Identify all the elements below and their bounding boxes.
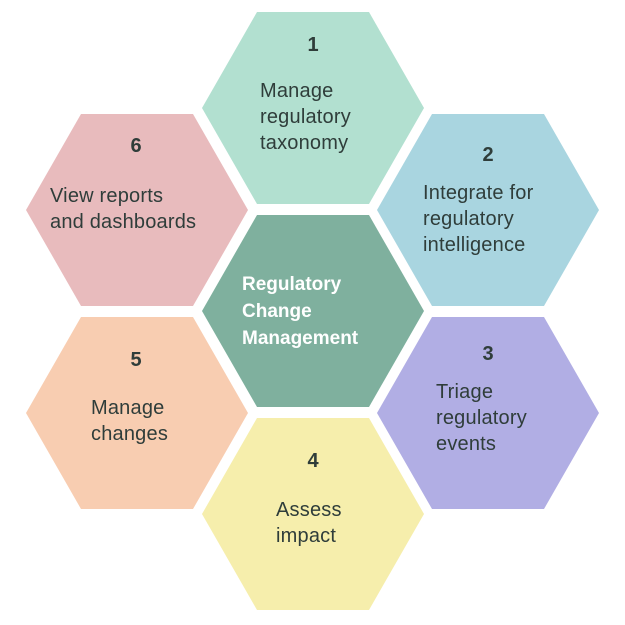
step-6-line-2: and dashboards bbox=[50, 211, 197, 233]
step-4-label: Assess impact bbox=[276, 497, 342, 549]
hex-step-1 bbox=[202, 12, 424, 204]
step-4-number: 4 bbox=[307, 450, 319, 472]
step-4-line-1: Assess bbox=[276, 499, 342, 521]
hex-step-5 bbox=[26, 317, 248, 509]
step-2-line-1: Integrate for bbox=[423, 182, 534, 204]
step-2-label: Integrate for regulatory intelligence bbox=[423, 180, 533, 258]
step-2-line-2: regulatory bbox=[423, 208, 514, 230]
step-3-line-1: Triage bbox=[436, 381, 494, 403]
step-4-line-2: impact bbox=[276, 525, 337, 547]
step-6-label: View reports and dashboards bbox=[50, 183, 196, 235]
hex-step-2 bbox=[377, 114, 599, 306]
step-5-label: Manage changes bbox=[91, 395, 168, 447]
step-1-line-2: regulatory bbox=[260, 106, 351, 128]
step-6-number: 6 bbox=[130, 135, 142, 157]
step-6-line-1: View reports bbox=[50, 185, 164, 207]
hex-step-3 bbox=[377, 317, 599, 509]
step-5-line-1: Manage bbox=[91, 397, 165, 419]
step-3-label: Triage regulatory events bbox=[436, 379, 527, 457]
step-2-number: 2 bbox=[482, 144, 494, 166]
step-5-line-2: changes bbox=[91, 423, 169, 445]
hex-center bbox=[202, 215, 424, 407]
step-2-line-3: intelligence bbox=[423, 234, 526, 256]
step-3-line-2: regulatory bbox=[436, 407, 527, 429]
step-3-number: 3 bbox=[482, 343, 494, 365]
hex-step-6 bbox=[26, 114, 248, 306]
center-line-2: Change bbox=[242, 301, 312, 322]
step-1-label: Manage regulatory taxonomy bbox=[260, 78, 351, 156]
center-line-1: Regulatory bbox=[242, 274, 342, 295]
step-1-line-1: Manage bbox=[260, 80, 334, 102]
center-line-3: Management bbox=[242, 328, 359, 349]
step-1-number: 1 bbox=[307, 34, 319, 56]
step-5-number: 5 bbox=[130, 349, 142, 371]
center-title: Regulatory Change Management bbox=[242, 271, 358, 352]
step-1-line-3: taxonomy bbox=[260, 132, 349, 154]
hex-step-4 bbox=[202, 418, 424, 610]
step-3-line-3: events bbox=[436, 433, 497, 455]
